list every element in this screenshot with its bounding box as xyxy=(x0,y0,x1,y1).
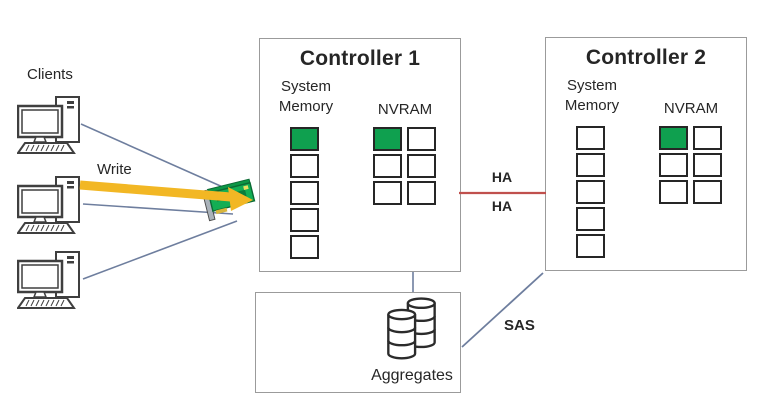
aggregates-box: Aggregates xyxy=(255,292,461,393)
memory-cell-empty xyxy=(290,181,319,205)
memory-cell-empty xyxy=(693,126,722,150)
memory-cell-empty xyxy=(659,153,688,177)
memory-cell-empty xyxy=(290,154,319,178)
memory-cell-empty xyxy=(407,127,436,151)
memory-cell-empty xyxy=(576,153,605,177)
memory-cell-filled xyxy=(373,127,402,151)
client-computer-icon xyxy=(17,176,83,236)
controller1-title: Controller 1 xyxy=(299,47,421,70)
controller1-nvram-label: NVRAM xyxy=(377,101,433,118)
sas-label: SAS xyxy=(504,317,535,334)
memory-cell-empty xyxy=(576,207,605,231)
memory-cell-empty xyxy=(407,154,436,178)
controller1-memory-cells xyxy=(290,127,319,259)
client-computer-icon xyxy=(17,251,83,311)
memory-cell-empty xyxy=(290,208,319,232)
memory-cell-empty xyxy=(693,180,722,204)
aggregates-label: Aggregates xyxy=(371,367,453,384)
ha-link-line xyxy=(459,191,546,195)
sas-line xyxy=(461,272,544,348)
memory-cell-empty xyxy=(407,181,436,205)
memory-cell-empty xyxy=(576,234,605,258)
controller2-system-memory-label: System Memory xyxy=(564,77,620,114)
ha-label-bottom: HA xyxy=(491,198,513,214)
memory-cell-empty xyxy=(576,126,605,150)
write-label: Write xyxy=(97,161,132,178)
database-cylinders-icon xyxy=(384,296,440,366)
controller2-memory-cells xyxy=(576,126,605,258)
controller1-system-memory-label: System Memory xyxy=(278,78,334,115)
controller2-title: Controller 2 xyxy=(585,46,707,69)
controller2-nvram-label: NVRAM xyxy=(663,100,719,117)
memory-cell-empty xyxy=(373,154,402,178)
memory-cell-empty xyxy=(576,180,605,204)
memory-cell-filled xyxy=(659,126,688,150)
controller1-nvram-cells xyxy=(373,127,436,205)
client3-connection-line xyxy=(82,220,238,280)
ha-label-top: HA xyxy=(491,169,513,185)
memory-cell-filled xyxy=(290,127,319,151)
memory-cell-empty xyxy=(693,153,722,177)
clients-label: Clients xyxy=(27,66,73,83)
controller1-box: Controller 1 System Memory NVRAM xyxy=(259,38,461,272)
client-computer-icon xyxy=(17,96,83,156)
memory-cell-empty xyxy=(659,180,688,204)
controller2-box: Controller 2 System Memory NVRAM xyxy=(545,37,747,271)
memory-cell-empty xyxy=(290,235,319,259)
controller2-nvram-cells xyxy=(659,126,722,204)
memory-cell-empty xyxy=(373,181,402,205)
